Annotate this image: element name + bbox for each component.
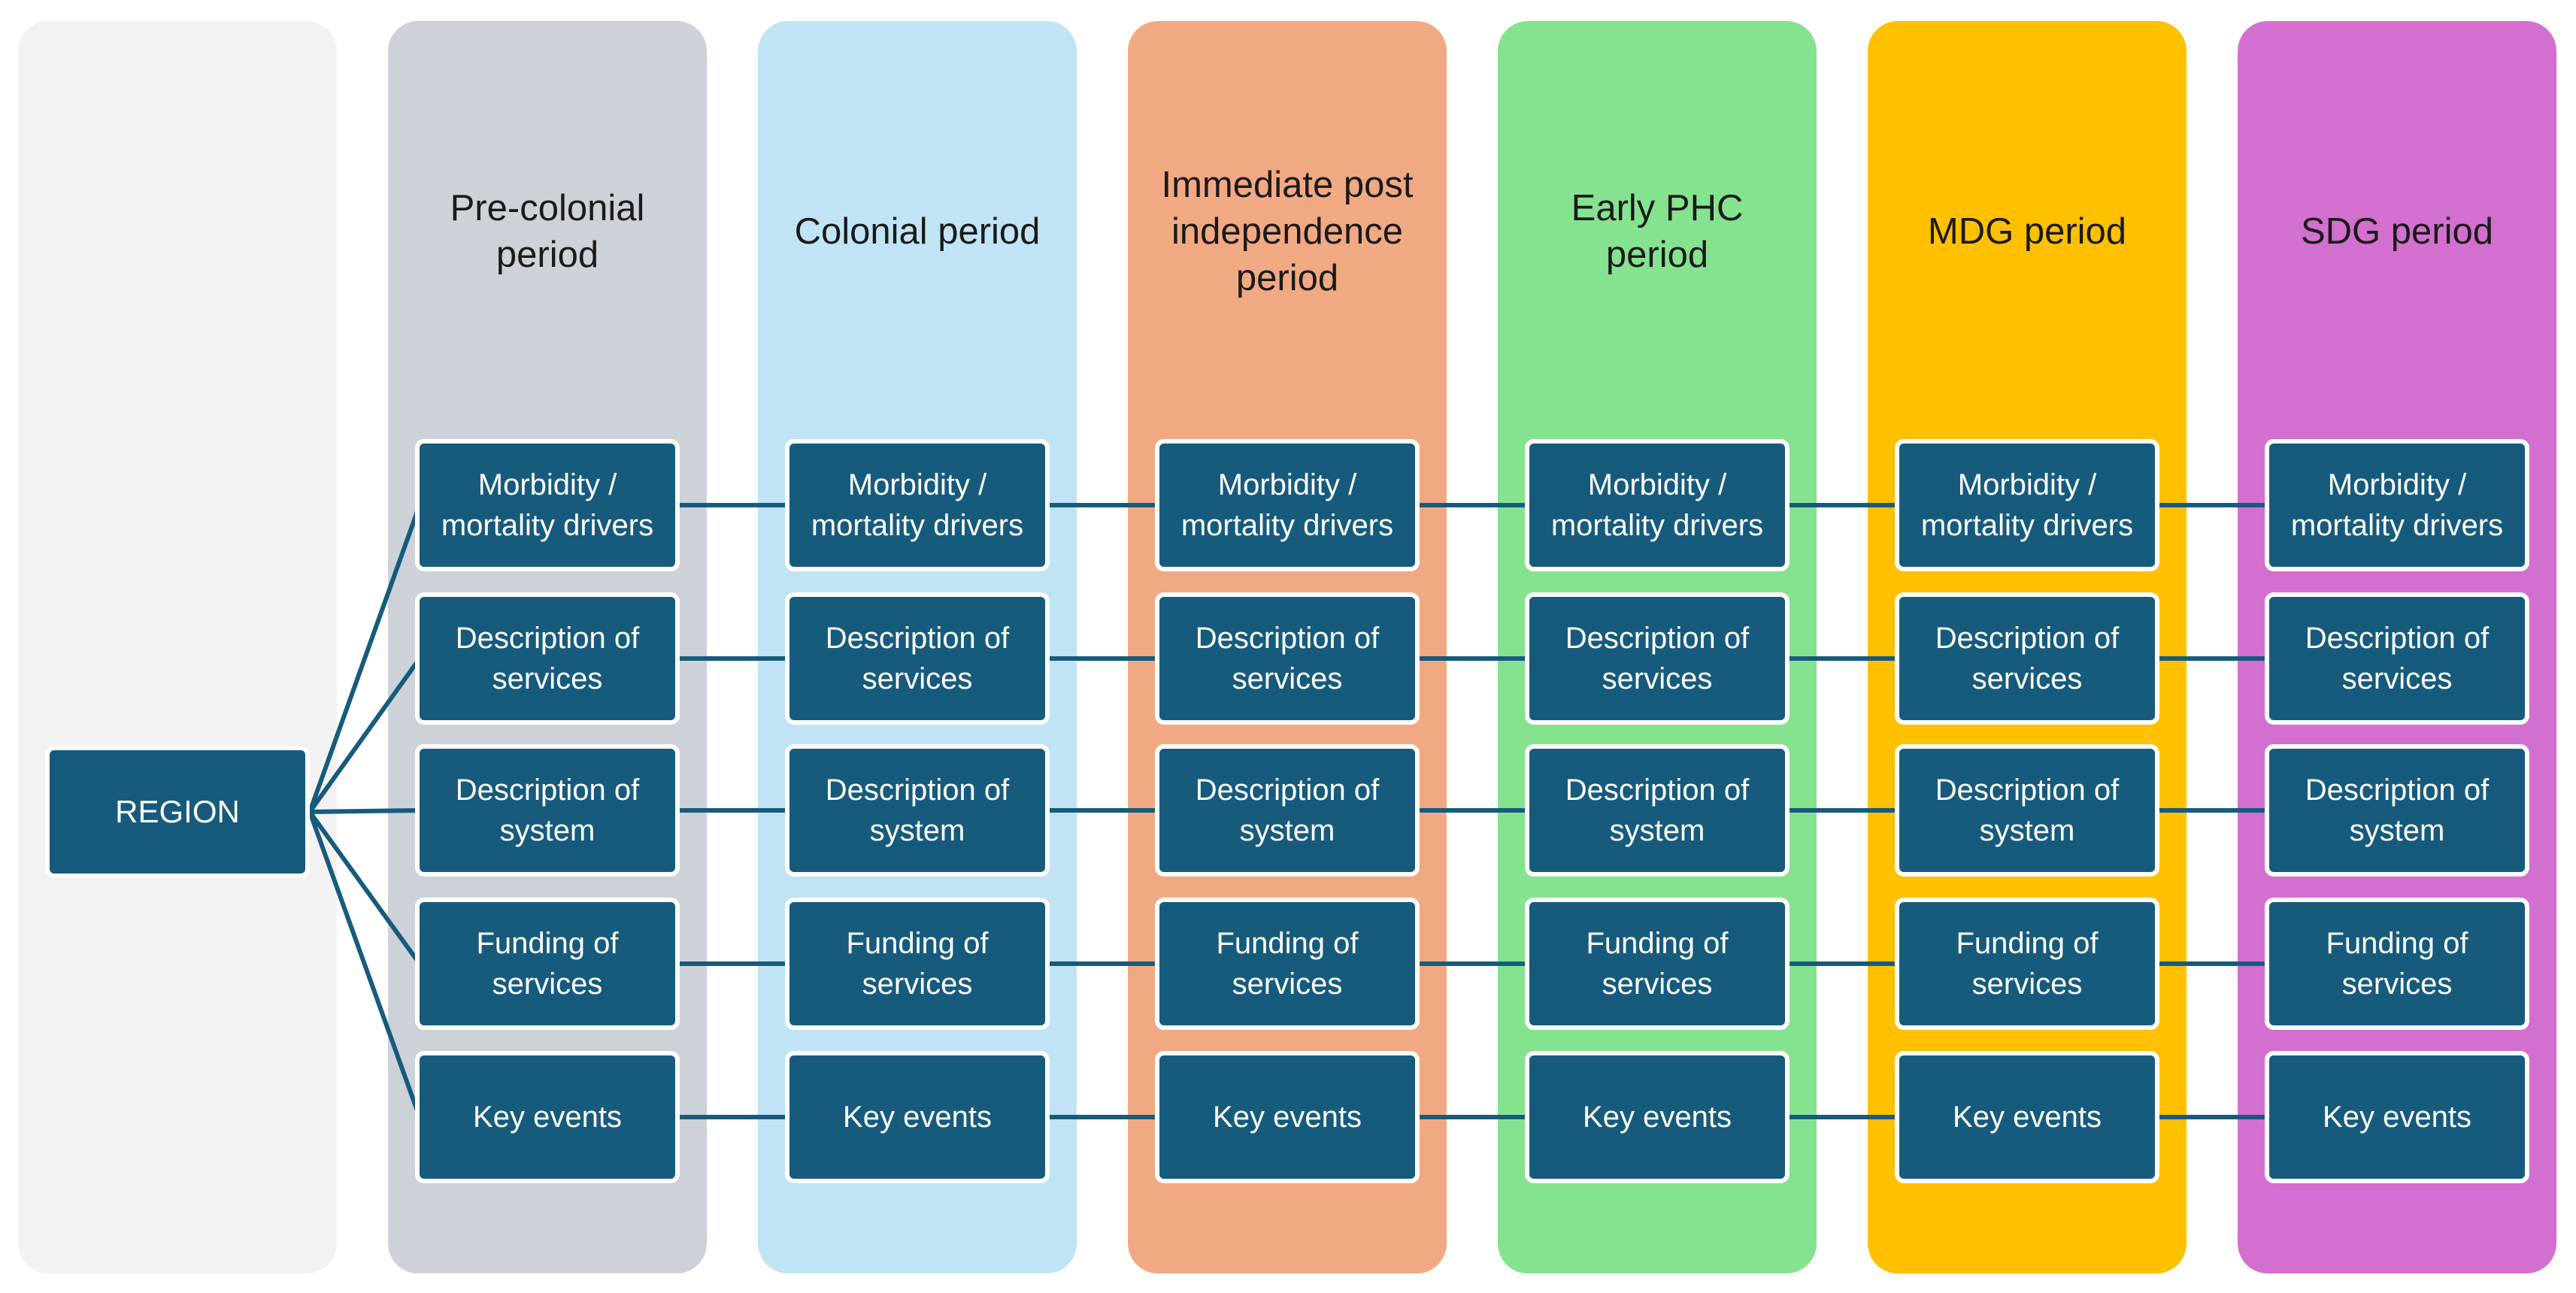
- key-events-box: Key events: [785, 1051, 1050, 1183]
- system-description-box: Description of system: [1155, 744, 1420, 877]
- system-description-box: Description of system: [1525, 744, 1790, 877]
- funding-box: Funding of services: [1525, 898, 1790, 1030]
- morbidity-mortality-box: Morbidity / mortality drivers: [1155, 439, 1420, 571]
- morbidity-mortality-box: Morbidity / mortality drivers: [1895, 439, 2159, 571]
- services-description-box: Description of services: [1155, 592, 1420, 725]
- region-branch-line: [309, 808, 420, 814]
- morbidity-mortality-box: Morbidity / mortality drivers: [785, 439, 1050, 571]
- key-events-box: Key events: [1895, 1051, 2159, 1183]
- region-branch-line: [308, 810, 422, 965]
- funding-box: Funding of services: [785, 898, 1050, 1030]
- services-description-box: Description of services: [1525, 592, 1790, 725]
- key-events-box: Key events: [1155, 1051, 1420, 1183]
- region-node: REGION: [45, 746, 310, 878]
- system-description-box: Description of system: [1895, 744, 2159, 877]
- funding-box: Funding of services: [2265, 898, 2529, 1030]
- key-events-box: Key events: [415, 1051, 680, 1183]
- system-description-box: Description of system: [415, 744, 680, 877]
- funding-box: Funding of services: [415, 898, 680, 1030]
- funding-box: Funding of services: [1155, 898, 1420, 1030]
- morbidity-mortality-box: Morbidity / mortality drivers: [2265, 439, 2529, 571]
- region-column: [18, 21, 337, 1273]
- region-branch-line: [308, 810, 422, 1119]
- key-events-box: Key events: [2265, 1051, 2529, 1183]
- region-branch-line: [308, 657, 422, 813]
- key-events-box: Key events: [1525, 1051, 1790, 1183]
- services-description-box: Description of services: [415, 592, 680, 725]
- services-description-box: Description of services: [785, 592, 1050, 725]
- period-title: Pre-colonial period: [450, 188, 645, 275]
- period-title: SDG period: [2300, 211, 2493, 252]
- period-title: Early PHC period: [1571, 188, 1744, 275]
- services-description-box: Description of services: [1895, 592, 2159, 725]
- funding-box: Funding of services: [1895, 898, 2159, 1030]
- morbidity-mortality-box: Morbidity / mortality drivers: [415, 439, 680, 571]
- system-description-box: Description of system: [2265, 744, 2529, 877]
- period-title: MDG period: [1927, 211, 2127, 252]
- period-title: Immediate post independence period: [1161, 165, 1414, 298]
- period-title: Colonial period: [794, 211, 1041, 252]
- system-description-box: Description of system: [785, 744, 1050, 877]
- services-description-box: Description of services: [2265, 592, 2529, 725]
- morbidity-mortality-box: Morbidity / mortality drivers: [1525, 439, 1790, 571]
- region-branch-line: [308, 504, 422, 813]
